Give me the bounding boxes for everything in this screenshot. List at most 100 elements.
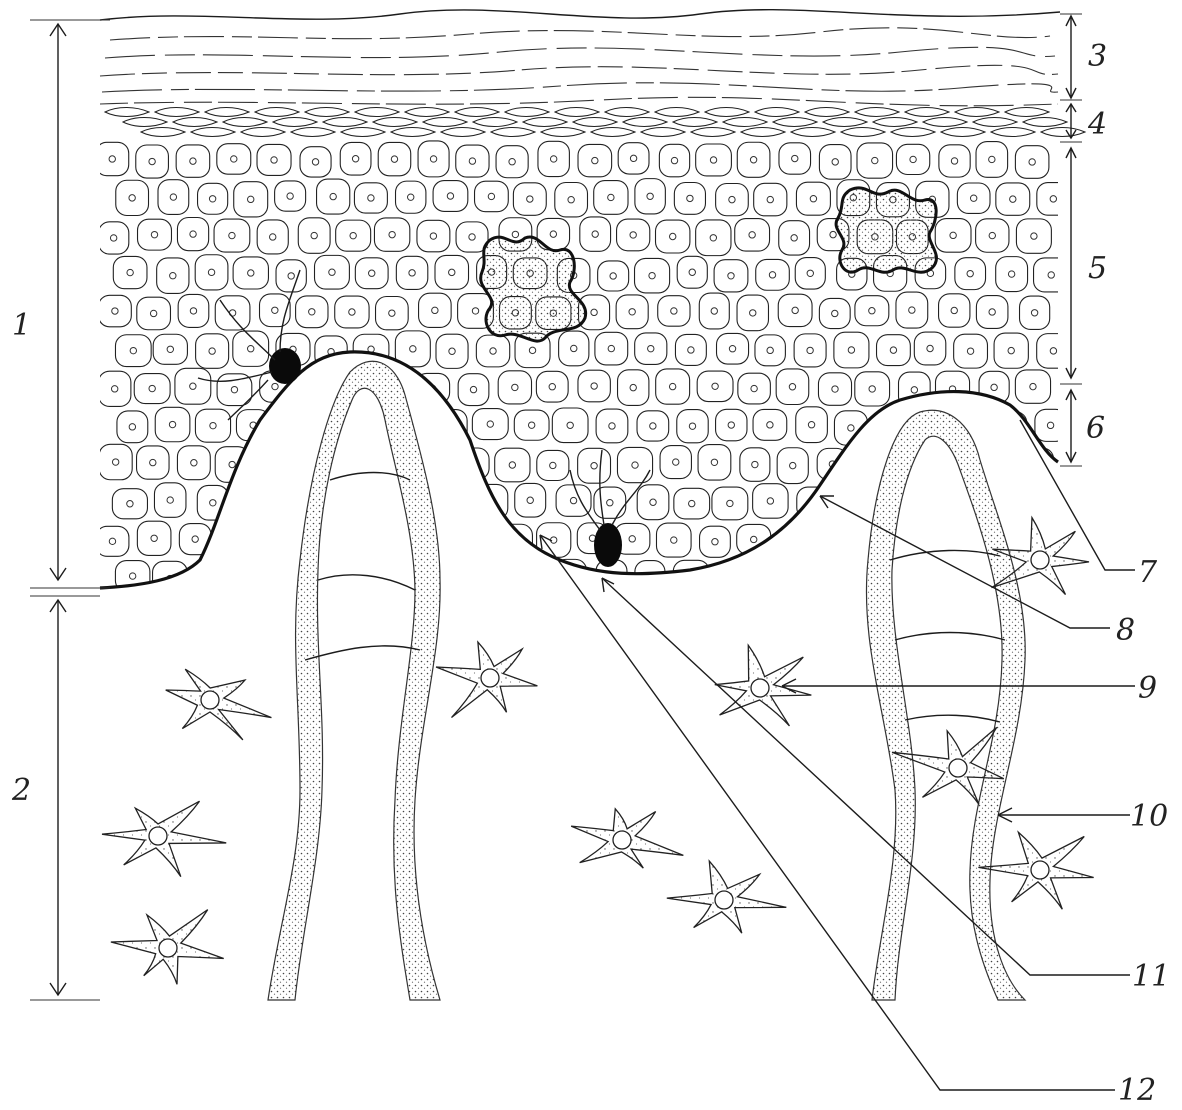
keratinocyte-nucleus	[469, 234, 475, 240]
keratinocyte	[354, 183, 387, 213]
fibroblast	[102, 801, 226, 876]
keratinocyte-nucleus	[111, 386, 117, 392]
keratinocyte-nucleus	[509, 462, 515, 468]
keratinocyte	[834, 332, 869, 368]
keratinocyte-nucleus	[352, 156, 358, 162]
keratinocyte	[214, 219, 250, 252]
keratinocyte-nucleus	[527, 196, 533, 202]
keratinocyte-nucleus	[487, 421, 493, 427]
label-6: 6	[1086, 411, 1105, 446]
keratinocyte-nucleus	[951, 158, 957, 164]
granulosum-cell	[555, 108, 599, 117]
keratinocyte	[777, 448, 808, 484]
keratinocyte-nucleus	[190, 231, 196, 237]
label-12: 12	[1118, 1073, 1156, 1108]
keratinocyte	[196, 334, 229, 369]
keratinocyte-nucleus	[632, 462, 638, 468]
keratinocyte-nucleus	[789, 384, 795, 390]
keratinocyte	[753, 409, 787, 440]
label-3: 3	[1088, 39, 1107, 74]
fibroblasts	[102, 518, 1094, 985]
keratinocyte	[96, 526, 129, 556]
keratinocyte-nucleus	[911, 387, 917, 393]
keratinocyte-nucleus	[849, 574, 855, 580]
keratinocyte-nucleus	[848, 425, 854, 431]
keratinocyte	[476, 562, 506, 597]
label-4: 4	[1087, 107, 1107, 142]
keratinocyte	[1037, 486, 1070, 517]
keratinocyte	[433, 181, 468, 212]
keratinocyte	[578, 144, 612, 176]
keratinocyte	[335, 296, 369, 328]
keratinocyte	[855, 296, 889, 326]
keratinocyte-nucleus	[169, 421, 175, 427]
keratinocyte	[637, 485, 669, 520]
granulosum-cell	[891, 128, 935, 137]
keratinocyte-nucleus	[967, 348, 973, 354]
granulosum-cell	[823, 118, 867, 127]
keratinocyte-nucleus	[231, 386, 237, 392]
keratinocyte-nucleus	[509, 159, 515, 165]
keratinocyte-nucleus	[610, 273, 616, 279]
keratinocyte-nucleus	[269, 461, 275, 467]
keratinocyte	[596, 409, 628, 443]
keratinocyte	[537, 450, 569, 480]
keratinocyte-nucleus	[447, 424, 453, 430]
keratinocyte	[716, 183, 749, 215]
keratinocyte-nucleus	[647, 193, 653, 199]
keratinocyte-nucleus	[608, 574, 614, 580]
label-11: 11	[1132, 959, 1170, 994]
keratinocyte-nucleus	[192, 536, 198, 542]
keratinocyte-nucleus	[369, 499, 375, 505]
granulosum-cell	[191, 128, 235, 137]
label-10: 10	[1130, 799, 1168, 834]
keratinocyte	[233, 257, 268, 289]
keratinocyte-nucleus	[469, 158, 475, 164]
keratinocyte-nucleus	[710, 235, 716, 241]
keratinocyte-nucleus	[272, 383, 278, 389]
granulosum-cell	[705, 108, 749, 117]
keratinocyte	[417, 220, 450, 252]
granulosum-cell	[255, 108, 299, 117]
keratinocyte-nucleus	[248, 196, 254, 202]
granulosum-cell	[941, 128, 985, 137]
granulosum-cell	[341, 128, 385, 137]
keratinocyte-nucleus	[270, 234, 276, 240]
keratinocyte-nucleus	[391, 538, 397, 544]
keratinocyte	[195, 409, 230, 442]
keratinocyte-nucleus	[650, 423, 656, 429]
keratinocyte-nucleus	[449, 500, 455, 506]
keratinocyte-nucleus	[209, 348, 215, 354]
keratinocyte-nucleus	[927, 345, 933, 351]
keratinocyte-nucleus	[330, 193, 336, 199]
keratinocyte-nucleus	[349, 309, 355, 315]
keratinocyte	[935, 371, 969, 407]
keratinocyte-nucleus	[749, 232, 755, 238]
keratinocyte-nucleus	[290, 575, 296, 581]
keratinocyte-nucleus	[832, 310, 838, 316]
keratinocyte-nucleus	[469, 461, 475, 467]
keratinocyte-nucleus	[287, 193, 293, 199]
keratinocyte	[136, 145, 169, 178]
keratinocyte-nucleus	[630, 232, 636, 238]
keratinocyte	[753, 560, 787, 594]
keratinocyte	[458, 374, 489, 406]
keratinocyte	[955, 258, 986, 290]
keratinocyte-nucleus	[151, 231, 157, 237]
keratinocyte	[754, 183, 787, 216]
keratinocyte	[740, 448, 770, 481]
keratinocyte-nucleus	[1050, 196, 1056, 202]
keratinocyte-nucleus	[592, 231, 598, 237]
keratinocyte	[753, 484, 788, 519]
keratinocyte	[137, 521, 171, 555]
keratinocyte-nucleus	[432, 307, 438, 313]
keratinocyte-nucleus	[670, 233, 676, 239]
granulosum-cell	[391, 128, 435, 137]
keratinocyte-nucleus	[309, 309, 315, 315]
keratinocyte	[935, 219, 971, 253]
keratinocyte	[660, 446, 691, 479]
keratinocyte-nucleus	[250, 498, 256, 504]
keratinocyte-nucleus	[751, 385, 757, 391]
granulosum-cell	[141, 128, 185, 137]
